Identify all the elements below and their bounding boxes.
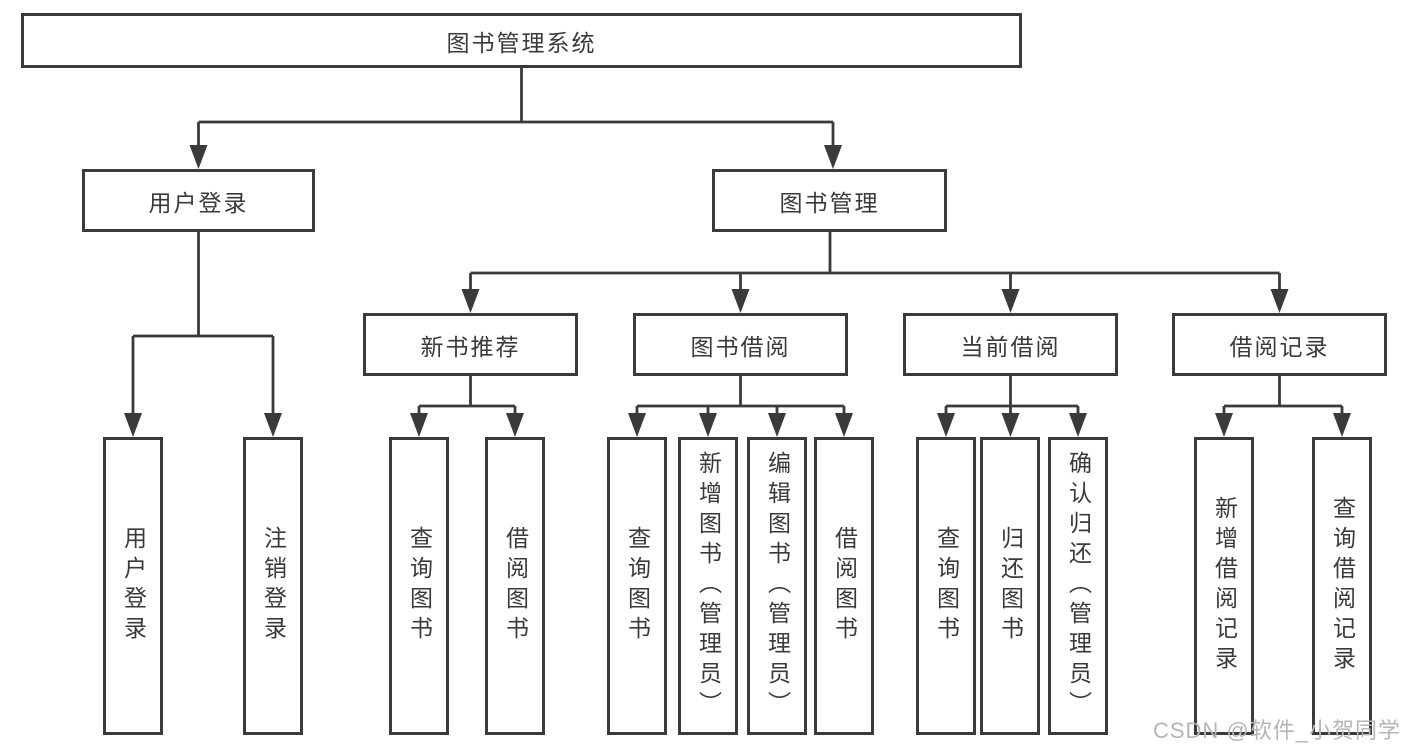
arrow-down-icon bbox=[768, 413, 786, 437]
leaf-borrow-books-recommend: 借阅图书 bbox=[485, 437, 545, 735]
connector-book-management-to-level3 bbox=[461, 232, 1289, 313]
leaf-logout: 注销登录 bbox=[243, 437, 303, 735]
arrow-down-icon bbox=[189, 145, 208, 169]
node-label: 注销登录 bbox=[260, 526, 287, 646]
arrow-down-icon bbox=[1270, 289, 1289, 313]
arrow-down-icon bbox=[1333, 413, 1351, 437]
node-label: 图书管理 bbox=[779, 189, 880, 216]
connector-records-to-leaves bbox=[1215, 376, 1351, 437]
arrow-down-icon bbox=[835, 413, 853, 437]
arrow-down-icon bbox=[824, 145, 842, 169]
arrow-down-icon bbox=[1069, 413, 1087, 437]
connector-root-to-level2 bbox=[189, 68, 842, 169]
node-user-login: 用户登录 bbox=[82, 169, 315, 232]
node-label: 当前借阅 bbox=[960, 333, 1061, 360]
node-label: 新增图书（管理员） bbox=[695, 451, 722, 721]
node-label: 图书借阅 bbox=[690, 333, 791, 360]
arrow-down-icon bbox=[731, 289, 750, 313]
node-label: 确认归还（管理员） bbox=[1065, 451, 1092, 721]
leaf-add-borrow-record: 新增借阅记录 bbox=[1194, 437, 1254, 735]
arrow-down-icon bbox=[1215, 413, 1233, 437]
node-label: 归还图书 bbox=[997, 526, 1024, 646]
arrow-down-icon bbox=[1001, 413, 1020, 437]
leaf-return-books: 归还图书 bbox=[980, 437, 1040, 735]
leaf-add-books-admin: 新增图书（管理员） bbox=[678, 437, 738, 735]
arrow-down-icon bbox=[937, 413, 955, 437]
leaf-query-books-recommend: 查询图书 bbox=[389, 437, 449, 735]
leaf-user-login: 用户登录 bbox=[103, 437, 163, 735]
node-label: 查询图书 bbox=[406, 526, 433, 646]
node-label: 借阅图书 bbox=[502, 526, 529, 646]
node-label: 借阅记录 bbox=[1229, 333, 1330, 360]
csdn-watermark: CSDN @软件_小贺同学 bbox=[1152, 718, 1401, 743]
node-label: 新书推荐 bbox=[420, 333, 521, 360]
node-book-borrowing: 图书借阅 bbox=[633, 313, 848, 376]
node-label: 查询图书 bbox=[933, 526, 960, 646]
arrow-down-icon bbox=[506, 413, 524, 437]
node-current-borrowing: 当前借阅 bbox=[903, 313, 1118, 376]
arrow-down-icon bbox=[410, 413, 428, 437]
node-book-management: 图书管理 bbox=[712, 169, 947, 232]
connector-current-to-leaves bbox=[937, 376, 1087, 437]
leaf-confirm-return-admin: 确认归还（管理员） bbox=[1048, 437, 1108, 735]
node-label: 用户登录 bbox=[148, 189, 249, 216]
node-label: 图书管理系统 bbox=[446, 29, 597, 56]
leaf-edit-books-admin: 编辑图书（管理员） bbox=[747, 437, 807, 735]
node-label: 查询借阅记录 bbox=[1329, 496, 1356, 676]
arrow-down-icon bbox=[699, 413, 717, 437]
node-library-management-system: 图书管理系统 bbox=[21, 13, 1022, 68]
node-new-book-recommend: 新书推荐 bbox=[363, 313, 578, 376]
arrow-down-icon bbox=[628, 413, 646, 437]
arrow-down-icon bbox=[124, 413, 142, 437]
node-label: 新增借阅记录 bbox=[1211, 496, 1238, 676]
leaf-query-books-borrow: 查询图书 bbox=[607, 437, 667, 735]
connector-user-login-to-leaves bbox=[124, 232, 282, 437]
node-borrowing-records: 借阅记录 bbox=[1172, 313, 1387, 376]
node-label: 编辑图书（管理员） bbox=[764, 451, 791, 721]
leaf-borrow-books: 借阅图书 bbox=[814, 437, 874, 735]
connector-recommend-to-leaves bbox=[410, 376, 524, 437]
node-label: 查询图书 bbox=[624, 526, 651, 646]
connector-borrow-to-leaves bbox=[628, 376, 853, 437]
arrow-down-icon bbox=[1001, 289, 1020, 313]
node-label: 借阅图书 bbox=[831, 526, 858, 646]
node-label: 用户登录 bbox=[120, 526, 147, 646]
leaf-query-books-current: 查询图书 bbox=[916, 437, 976, 735]
arrow-down-icon bbox=[461, 289, 480, 313]
arrow-down-icon bbox=[264, 413, 282, 437]
leaf-query-borrow-record: 查询借阅记录 bbox=[1312, 437, 1372, 735]
